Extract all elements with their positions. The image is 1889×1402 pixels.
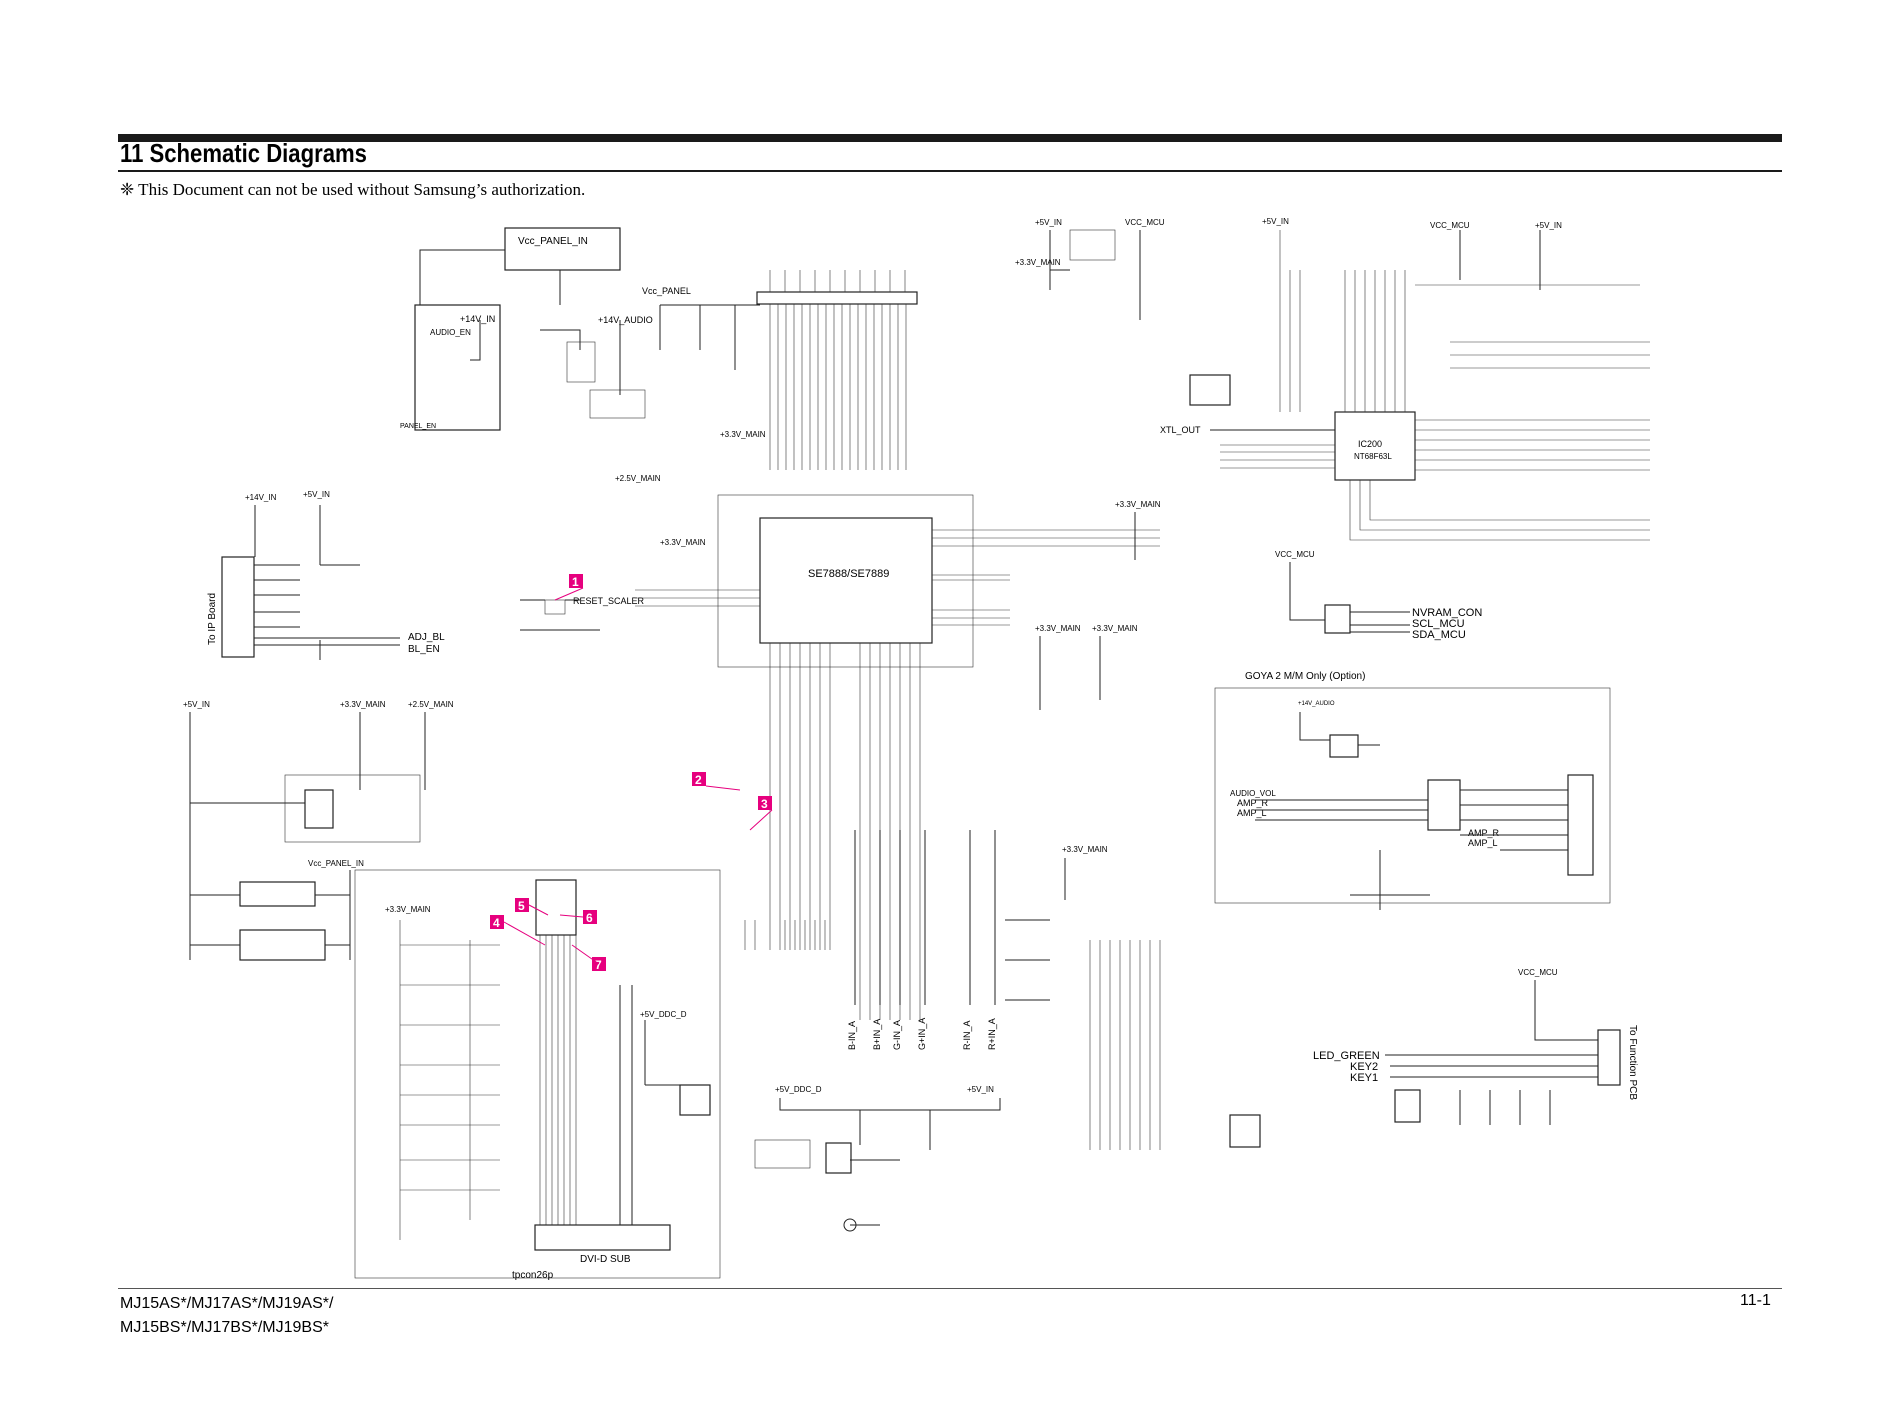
sda-mcu-label: SDA_MCU: [1412, 629, 1466, 641]
p33v-main-label-1: +3.3V_MAIN: [720, 430, 766, 439]
p5v-in-label-3: +5V_IN: [967, 1085, 994, 1094]
vcc-panel-label: Vcc_PANEL: [642, 286, 691, 296]
r-plus-in-a-label: R+IN_A: [987, 1018, 997, 1050]
adj-bl-label: ADJ_BL: [408, 632, 445, 643]
p25v-main-label: +2.5V_MAIN: [615, 474, 661, 483]
b-plus-in-a-label: B+IN_A: [872, 1019, 882, 1050]
dvi-connector-label: DVI-D SUB: [580, 1254, 631, 1265]
p14v-audio-label: +14V_AUDIO: [598, 315, 653, 325]
p5v-in-label-5: +5V_IN: [1262, 217, 1289, 226]
scaler-ic: [759, 517, 933, 644]
mcu-part-label: NT68F63L: [1354, 452, 1392, 461]
audio-en-label: AUDIO_EN: [430, 328, 471, 337]
audio-vol-label: AUDIO_VOL: [1230, 789, 1276, 798]
to-function-pcb-label: To Function PCB: [1627, 1025, 1638, 1100]
p5v-in-label-6: +5V_IN: [1535, 221, 1562, 230]
led-green-label: LED_GREEN: [1313, 1050, 1380, 1062]
p33v-main-label-9: +3.3V_MAIN: [1015, 258, 1061, 267]
p25v-main-label-2: +2.5V_MAIN: [408, 700, 454, 709]
p14v-audio-label-2: +14V_AUDIO: [1298, 701, 1335, 707]
marker-3: 3: [758, 796, 772, 811]
p5v-ddc-d-label-1: +5V_DDC_D: [640, 1010, 687, 1019]
marker-4: 4: [490, 915, 504, 930]
p5v-ddc-d-label-2: +5V_DDC_D: [775, 1085, 822, 1094]
to-ip-board-label: To IP Board: [207, 593, 218, 645]
b-in-a-label: B-IN_A: [847, 1021, 857, 1050]
svg-text:5: 5: [518, 899, 525, 913]
p14v-in-label-2: +14V_IN: [245, 493, 277, 502]
g-plus-in-a-label: G+IN_A: [917, 1018, 927, 1050]
marker-1: 1: [569, 574, 583, 589]
svg-text:3: 3: [761, 797, 768, 811]
amp-r-label-2: AMP_R: [1468, 828, 1500, 838]
ip-board-connector: [221, 556, 255, 658]
panel-connector: [756, 291, 918, 305]
svg-text:6: 6: [586, 911, 593, 925]
r-in-a-label: R-IN_A: [962, 1020, 972, 1050]
authorization-notice: ❈ This Document can not be used without …: [120, 180, 586, 199]
bl-en-label: BL_EN: [408, 644, 440, 655]
p5v-in-label-2: +5V_IN: [183, 700, 210, 709]
vcc-mcu-label-2: VCC_MCU: [1430, 221, 1470, 230]
panel-en-label: PANEL_EN: [400, 423, 436, 430]
p33v-main-label-8: +3.3V_MAIN: [1115, 500, 1161, 509]
vcc-mcu-label-4: VCC_MCU: [1518, 968, 1558, 977]
footer-page-number: 11-1: [1740, 1292, 1771, 1309]
goya-option-frame: [1214, 687, 1611, 904]
page-title: 11 Schematic Diagrams: [120, 138, 367, 168]
svg-text:1: 1: [572, 575, 579, 589]
goya-audio-block: [414, 304, 501, 431]
marker-7: 7: [592, 957, 606, 972]
marker-5: 5: [515, 898, 529, 913]
footer-models: MJ15AS*/MJ17AS*/MJ19AS*/ MJ15BS*/MJ17BS*…: [120, 1292, 333, 1340]
dvi-block-frame: [354, 869, 721, 1279]
function-pcb-connector: [1597, 1029, 1621, 1086]
vcc-panel-in-label-2: Vcc_PANEL_IN: [308, 859, 364, 868]
xtl-out-label: XTL_OUT: [1160, 425, 1201, 435]
header-under-rule: [118, 170, 1782, 172]
header-top-rule: [118, 134, 1782, 142]
vcc-panel-in-label: Vcc_PANEL_IN: [518, 236, 588, 247]
key2-label: KEY2: [1350, 1061, 1378, 1073]
vcc-mcu-label-1: VCC_MCU: [1125, 218, 1165, 227]
dvi-connector: [534, 1224, 671, 1251]
g-in-a-label: G-IN_A: [892, 1020, 902, 1050]
svg-text:7: 7: [595, 958, 602, 972]
svg-text:2: 2: [695, 773, 702, 787]
nvram-con-label: NVRAM_CON: [1412, 607, 1482, 619]
vcc-panel-in-box: [504, 227, 621, 271]
marker-6: 6: [583, 910, 597, 925]
p5v-in-label-1: +5V_IN: [303, 490, 330, 499]
amp-l-label-2: AMP_L: [1468, 838, 1498, 848]
scaler-ic-label: SE7888/SE7889: [808, 568, 889, 580]
footer-models-line1: MJ15AS*/MJ17AS*/MJ19AS*/: [120, 1295, 334, 1312]
p33v-main-label-7: +3.3V_MAIN: [1062, 845, 1108, 854]
tpcon-label: tpcon26p: [512, 1270, 554, 1281]
key1-label: KEY1: [1350, 1072, 1378, 1084]
footer-rule: [118, 1288, 1782, 1289]
vcc-mcu-label-3: VCC_MCU: [1275, 550, 1315, 559]
goya-option-label: GOYA 2 M/M Only (Option): [1245, 671, 1365, 682]
svg-text:4: 4: [493, 916, 500, 930]
p33v-main-label-4: +3.3V_MAIN: [385, 905, 431, 914]
p33v-main-label-6: +3.3V_MAIN: [1092, 624, 1138, 633]
p5v-in-label-4: +5V_IN: [1035, 218, 1062, 227]
scl-mcu-label: SCL_MCU: [1412, 618, 1465, 630]
amp-l-label: AMP_L: [1237, 808, 1267, 818]
amp-r-label: AMP_R: [1237, 798, 1269, 808]
footer-models-line2: MJ15BS*/MJ17BS*/MJ19BS*: [120, 1319, 329, 1336]
p14v-in-label: +14V_IN: [460, 314, 495, 324]
marker-2: 2: [692, 772, 706, 787]
reset-scaler-label: RESET_SCALER: [573, 596, 645, 606]
mcu-ref-label: IC200: [1358, 439, 1382, 449]
p33v-main-label-3: +3.3V_MAIN: [340, 700, 386, 709]
p33v-main-label-5: +3.3V_MAIN: [1035, 624, 1081, 633]
p33v-main-label-2: +3.3V_MAIN: [660, 538, 706, 547]
